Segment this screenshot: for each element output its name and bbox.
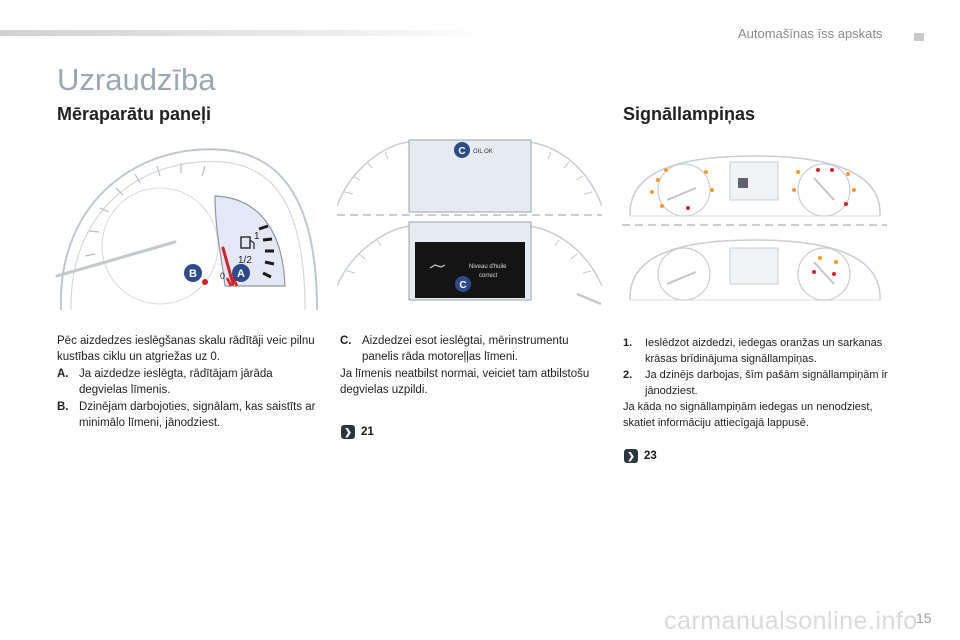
svg-text:C: C [459,280,466,291]
svg-text:A: A [237,268,245,280]
svg-text:C: C [458,146,465,157]
page-number: 15 [916,610,932,626]
watermark: carmanualsonline.info [664,607,918,635]
oil-level-description: C. Aizdedzei esot ieslēgtai, mērinstrume… [340,333,600,399]
warning-light-orange-top [650,168,856,208]
intro-paragraph: Pēc aizdedzes ieslēgšanas skalu rādītāji… [57,335,315,364]
header-bar [0,30,480,36]
warning-lamps-figure [622,155,887,301]
marker-a [232,264,250,282]
oil-can-icon [429,264,446,269]
fuel-scale-half-label: 1/2 [238,255,252,266]
screen-oil-level-line1: Niveau d'huile [469,264,507,270]
chevron-right-icon: ❯ [624,449,638,463]
warning-light-red-top [686,168,848,210]
chevron-right-icon: ❯ [341,425,355,439]
list-item-1: 1. Ieslēdzot aizdedzi, iedegas oranžas u… [623,337,883,365]
page-reference-23[interactable]: ❯ 23 [624,449,657,463]
fuel-scale-full-label: 1 [254,231,260,242]
warning-lamps-description: 1. Ieslēdzot aizdedzi, iedegas oranžas u… [623,335,891,431]
warning-light-red-bottom [812,270,836,276]
header-marker [914,33,924,41]
warning-lamps-paragraph: Ja kāda no signāllampiņām iedegas un nen… [623,401,873,429]
header-section-name: Automašīnas īss apskats [738,26,883,41]
list-item-c: C. Aizdedzei esot ieslēgtai, mērinstrume… [340,335,569,364]
svg-text:B: B [189,268,197,280]
list-item-2: 2. Ja dzinējs darbojas, šīm pašām signāl… [623,369,888,397]
fuel-pump-icon [240,236,255,249]
oil-level-paragraph: Ja līmenis neatbilst normai, veiciet tam… [340,367,590,397]
list-item-a: A. Ja aizdedze ieslēgta, rādītājam jārād… [57,367,273,397]
list-item-b: B. Dzinējam darbojoties, signālam, kas s… [57,400,316,430]
section-title-warning-lamps: Signāllampiņas [623,104,756,124]
marker-c-bottom [455,276,471,292]
marker-c-top [454,142,470,158]
screen-oil-level-line2: correct [479,273,498,279]
screen-oil-ok-text: OIL OK [473,149,493,155]
instrument-panel-description: Pēc aizdedzes ieslēgšanas skalu rādītāji… [57,333,317,431]
marker-b [184,264,202,282]
fuel-scale-empty-label: 0 [220,271,225,281]
fuel-needle [221,246,235,286]
warning-light-orange-bottom [818,256,838,264]
page-reference-21[interactable]: ❯ 21 [341,425,374,439]
oil-level-display-figure: OIL OK C Niveau d'huile correct C [337,139,602,306]
section-title-instrument-panels: Mēraparātu paneļi [57,104,212,124]
instrument-panel-fuel-gauge-figure: 1 1/2 0 B A [55,148,318,311]
page-title: Uzraudzība [57,62,216,97]
low-fuel-warning-light [202,279,208,285]
